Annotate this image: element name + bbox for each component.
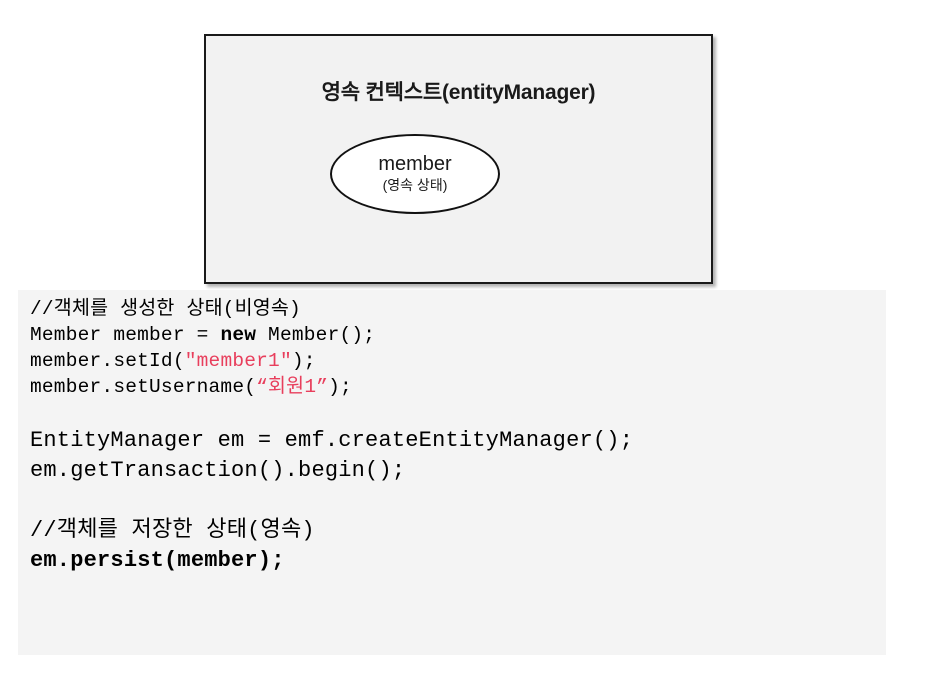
code-snippet-block: //객체를 생성한 상태(비영속)Member member = new Mem…	[18, 290, 886, 655]
code-line: em.getTransaction().begin();	[30, 456, 886, 486]
code-string-literal: “회원1”	[256, 376, 329, 398]
code-text: );	[291, 350, 316, 372]
code-text: member.setId(	[30, 350, 185, 372]
code-line: member.setUsername(“회원1”);	[30, 374, 886, 400]
code-text: EntityManager em = emf.createEntityManag…	[30, 428, 634, 453]
member-entity-state: (영속 상태)	[382, 177, 448, 194]
code-text: em.getTransaction().begin();	[30, 458, 406, 483]
member-entity-name: member	[378, 153, 452, 176]
code-line: //객체를 저장한 상태(영속)	[30, 516, 886, 546]
code-line: //객체를 생성한 상태(비영속)	[30, 296, 886, 322]
code-text: );	[328, 376, 352, 398]
code-line: em.persist(member);	[30, 546, 886, 576]
code-comment: //객체를 생성한 상태(비영속)	[30, 298, 301, 320]
code-text: Member();	[256, 324, 376, 346]
code-comment: //객체를 저장한 상태(영속)	[30, 518, 315, 543]
code-text: Member member =	[30, 324, 221, 346]
member-entity-ellipse: member (영속 상태)	[330, 134, 500, 214]
code-string-literal: "member1"	[184, 350, 292, 372]
persistence-context-title: 영속 컨텍스트(entityManager)	[321, 81, 596, 104]
code-line	[30, 400, 886, 426]
code-line: member.setId("member1");	[30, 348, 886, 374]
code-text: em.persist(member);	[30, 548, 285, 573]
code-line: EntityManager em = emf.createEntityManag…	[30, 426, 886, 456]
code-keyword: new	[220, 324, 257, 346]
code-text	[30, 402, 42, 424]
code-line	[30, 486, 886, 516]
code-line: Member member = new Member();	[30, 322, 886, 348]
code-text	[30, 488, 43, 513]
persistence-context-box: 영속 컨텍스트(entityManager) member (영속 상태)	[204, 34, 713, 284]
code-text: member.setUsername(	[30, 376, 257, 398]
